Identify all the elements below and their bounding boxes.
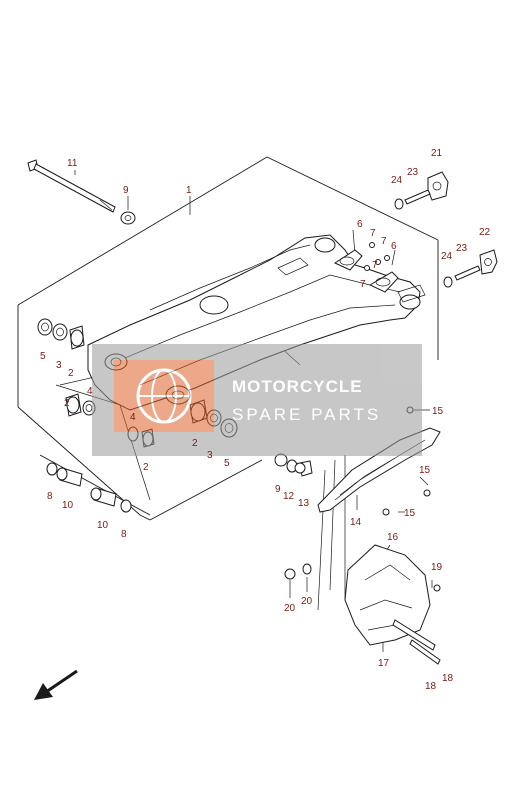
callout-22: 22 [479,227,491,238]
callout-23-a: 23 [407,167,419,178]
callout-16: 16 [387,532,399,543]
pivot-shaft [27,159,136,225]
callout-20-b: 20 [301,596,313,607]
callout-7-b: 7 [381,236,387,247]
chain-adjusters [333,242,399,293]
callout-24-a: 24 [391,175,403,186]
callout-15-b: 15 [419,465,431,476]
callout-15-c: 15 [404,508,416,519]
callout-13: 13 [298,498,310,509]
callout-9-b: 9 [275,484,281,495]
watermark: MOTORCYCLE SPARE PARTS [92,344,422,456]
callout-1: 1 [186,185,192,196]
callout-2-c: 2 [143,462,149,473]
callout-3-b: 3 [207,450,213,461]
callout-21: 21 [431,148,443,159]
callout-14: 14 [350,517,362,528]
callout-10-b: 10 [97,520,109,531]
assembly-outline [17,156,439,521]
watermark-line2: SPARE PARTS [232,405,381,424]
callout-10-a: 10 [62,500,74,511]
callout-4-b: 4 [130,412,136,423]
callout-6-a: 6 [357,219,363,230]
callout-11: 11 [67,158,78,169]
callout-8-a: 8 [47,491,53,502]
callout-24-b: 24 [441,251,453,262]
callout-3-a: 3 [56,360,62,371]
axle-blocks [394,171,498,288]
callout-6-b: 6 [391,241,397,252]
callout-7-a: 7 [370,228,376,239]
callout-2-b: 2 [68,368,74,379]
callout-8-b: 8 [121,529,127,540]
callout-18-b: 18 [442,673,454,684]
callout-7-c: 7 [372,260,378,271]
callout-12: 12 [283,491,295,502]
callout-labels: 1 2 2 2 2 3 3 4 4 5 5 6 6 7 7 7 7 8 8 9 … [40,148,491,692]
callout-4-a: 4 [87,386,93,397]
chain-guide [284,544,441,665]
front-direction-arrow-icon [34,669,78,700]
callout-5-b: 5 [224,458,230,469]
callout-20-a: 20 [284,603,296,614]
callout-5-a: 5 [40,351,46,362]
callout-17: 17 [378,658,390,669]
callout-23-b: 23 [456,243,468,254]
callout-7-d: 7 [360,279,366,290]
callout-15-a: 15 [432,406,444,417]
watermark-line1: MOTORCYCLE [232,377,363,396]
callout-9-a: 9 [123,185,129,196]
callout-2-a: 2 [64,398,70,409]
callout-2-d: 2 [192,438,198,449]
callout-18-a: 18 [425,681,437,692]
callout-19: 19 [431,562,443,573]
